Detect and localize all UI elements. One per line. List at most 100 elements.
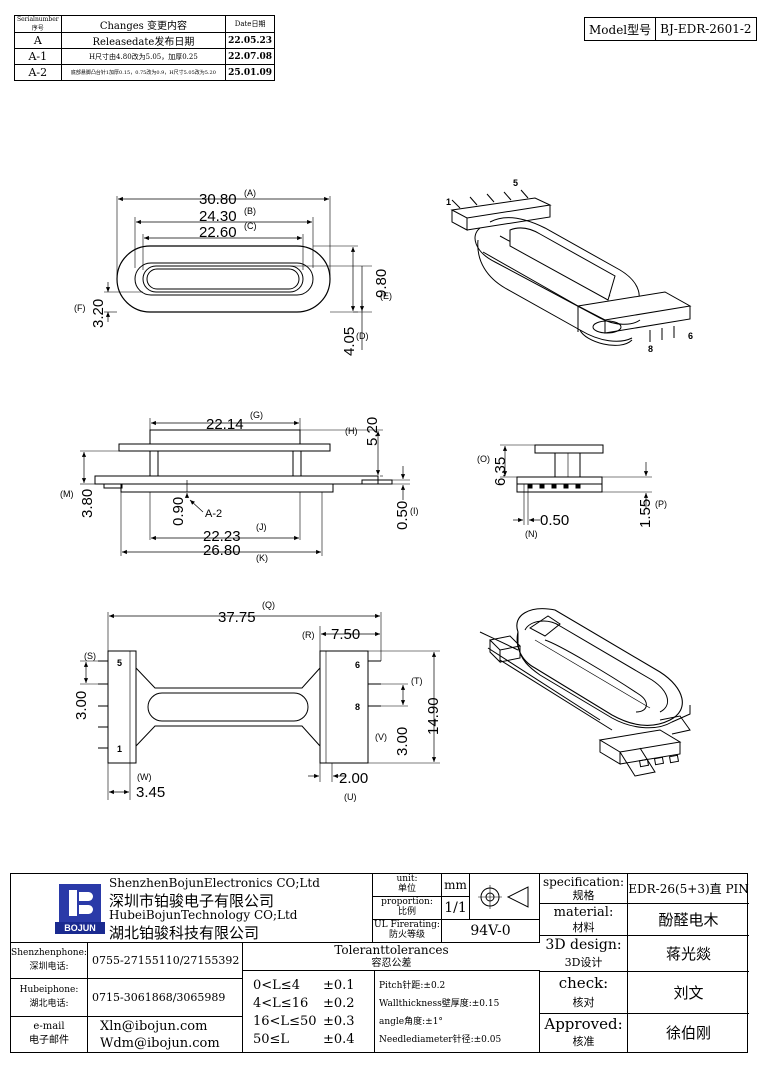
check-label: check:核对 — [540, 972, 628, 1014]
bojun-logo: BOJUN — [55, 884, 105, 934]
dim-t-tag: (T) — [411, 676, 423, 686]
tol-row: 4<L≤16±0.2 — [253, 996, 355, 1011]
dim-p-value: 1.55 — [637, 499, 654, 528]
tol-pitch: Pitch针距:±0.2 — [379, 981, 446, 991]
material-value: 酚醛电木 — [628, 904, 749, 936]
dim-v-value: 3.00 — [394, 727, 411, 756]
iso-top-view — [450, 189, 692, 346]
dim-e-tag: (E) — [380, 291, 392, 301]
dim-t-value: 14.90 — [425, 697, 442, 735]
rev-change: 底部悬脚凸台针1加厚0.15，0.75改为0.9，H尺寸5.05改为5.20 — [60, 64, 227, 81]
dim-n-tag: (N) — [525, 529, 538, 539]
bottom-view — [80, 612, 440, 800]
inner-core-slot — [146, 268, 300, 290]
material-label: material:材料 — [540, 904, 628, 936]
drawing-canvas: 30.80 (A) 24.30 (B) 22.60 (C) 3.20 (F) 9… — [60, 178, 693, 802]
dim-r-value: 7.50 — [331, 626, 360, 643]
dim-j-tag: (J) — [256, 522, 267, 532]
dim-j-value: 22.23 — [203, 528, 241, 545]
proportion-value: 1/1 — [442, 897, 470, 920]
dim-e-value: 9.80 — [373, 269, 390, 298]
dim-s-value: 3.00 — [73, 691, 90, 720]
top-view — [104, 196, 372, 350]
tol-row: 16<L≤50±0.3 — [253, 1014, 355, 1029]
dim-a-tag: (A) — [244, 188, 256, 198]
dim-q-tag: (Q) — [262, 600, 275, 610]
iso-pin-8: 8 — [648, 344, 653, 354]
spec-label: specification:规格 — [540, 874, 628, 904]
dim-w-value: 3.45 — [136, 784, 165, 801]
side-view — [500, 444, 652, 525]
bottom-pin-5: 5 — [117, 658, 122, 668]
dim-d-tag: (D) — [356, 331, 369, 341]
proportion-label: proportion:比例 — [373, 897, 442, 920]
dim-g-value: 22.14 — [206, 416, 244, 433]
dim-k-tag: (K) — [256, 553, 268, 563]
dim-w-tag: (W) — [137, 772, 152, 782]
approved-label: Approved:核准 — [540, 1014, 628, 1052]
company-en-2: HubeiBojunTechnology CO;Ltd — [109, 908, 298, 922]
projection-symbol — [470, 874, 540, 920]
dim-f-value: 3.20 — [90, 299, 107, 328]
logo-mark-icon — [59, 884, 101, 922]
tol-angle: angle角度:±1° — [379, 1017, 443, 1027]
rev-date: 22.07.08 — [225, 48, 275, 65]
winding-window — [142, 265, 304, 293]
dim-o-value: 6.35 — [492, 457, 509, 486]
sz-phone-label: Shenzhenphone:深圳电话: — [11, 943, 88, 979]
design-value: 蒋光燚 — [628, 936, 749, 972]
email-2: Wdm@ibojun.com — [100, 1036, 220, 1051]
email-values: Xln@ibojun.com Wdm@ibojun.com — [88, 1017, 243, 1052]
check-value: 刘文 — [628, 972, 749, 1014]
design-label: 3D design:3D设计 — [540, 936, 628, 972]
iso-pin-1: 1 — [446, 197, 451, 207]
revision-table: Serialnumber序号 Changes 变更内容 Date日期 A Rel… — [14, 15, 275, 81]
model-box: Model型号 BJ-EDR-2601-2 — [583, 17, 757, 41]
tol-row: 50≤L±0.4 — [253, 1032, 355, 1047]
unit-value: mm — [442, 874, 470, 897]
dim-i-value: 0.50 — [394, 501, 411, 530]
company-cn-2: 湖北铂骏科技有限公司 — [109, 924, 260, 942]
iso-pin-5: 5 — [513, 178, 518, 188]
bottom-pin-1: 1 — [117, 744, 122, 754]
tol-needle: Needlediameter针径:±0.05 — [379, 1035, 502, 1045]
iso-pin-6: 6 — [688, 331, 693, 341]
dim-o-tag: (O) — [477, 454, 490, 464]
dim-u-value: 2.00 — [339, 770, 368, 787]
title-block: BOJUN ShenzhenBojunElectronics CO;Ltd 深圳… — [10, 873, 749, 1053]
hb-phone-label: Hubeiphone:湖北电话: — [11, 979, 88, 1017]
hb-phone-value: 0715-3061868/3065989 — [88, 979, 243, 1017]
first-angle-projection-icon — [478, 885, 529, 909]
dim-r-tag: (R) — [302, 630, 315, 640]
dim-h-tag: (H) — [345, 426, 358, 436]
rev-row: A-1 H尺寸由4.80改为5.05，加厚0.25 22.07.08 — [14, 48, 275, 65]
sz-phone-value: 0755-27155110/27155392 — [88, 943, 243, 979]
firerating-label: UL Firerating:防火等级 — [373, 920, 442, 943]
note-a2: A-2 — [205, 508, 222, 520]
dim-c-value: 22.60 — [199, 224, 237, 241]
dim-c-tag: (C) — [244, 221, 257, 231]
dim-b-tag: (B) — [244, 206, 256, 216]
dim-f-tag: (F) — [74, 303, 86, 313]
rev-date: 25.01.09 — [225, 64, 275, 81]
dim-m-tag: (M) — [60, 489, 74, 499]
company-cn-1: 深圳市铂骏电子有限公司 — [109, 892, 275, 910]
email-1: Xln@ibojun.com — [100, 1019, 208, 1034]
logo-text: BOJUN — [55, 922, 105, 934]
dim-h-value: 5.20 — [364, 417, 381, 446]
dim-n-value: 0.50 — [540, 512, 569, 529]
dim-b-value: 24.30 — [199, 208, 237, 225]
dim-q-value: 37.75 — [218, 609, 256, 626]
spec-value: EDR-26(5+3)直 PIN — [628, 874, 749, 904]
tolerance-ranges: 0<L≤4±0.1 4<L≤16±0.2 16<L≤50±0.3 50≤L±0.… — [243, 971, 375, 1052]
dim-s-tag: (S) — [84, 651, 96, 661]
dim-090-value: 0.90 — [170, 497, 187, 526]
unit-label: unit:单位 — [373, 874, 442, 897]
dim-p-tag: (P) — [655, 499, 667, 509]
dim-m-value: 3.80 — [79, 489, 96, 518]
flange-outline — [134, 262, 314, 296]
bottom-pin-6: 6 — [355, 660, 360, 670]
iso-bottom-view — [479, 608, 691, 777]
